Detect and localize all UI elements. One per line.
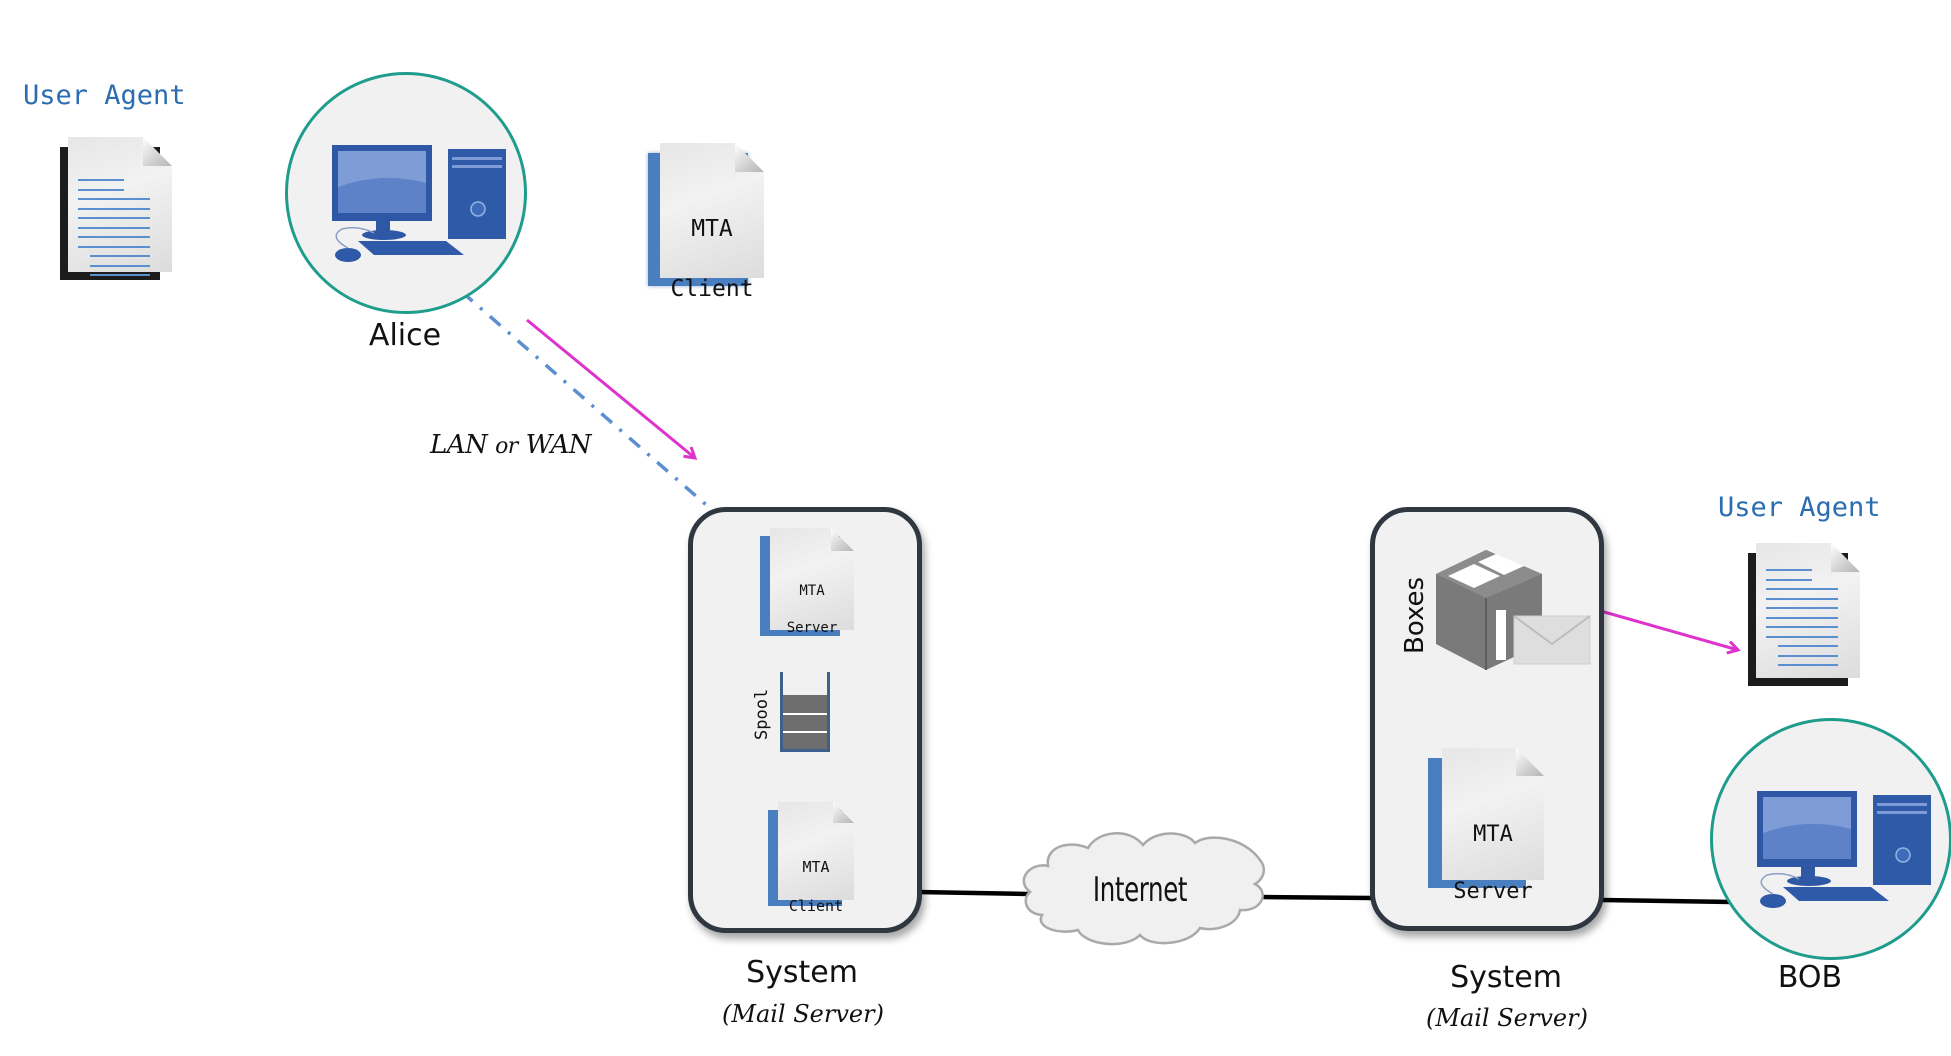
right-user-agent-label: User Agent <box>1718 492 1881 523</box>
boxes-label: Boxes <box>1400 576 1430 654</box>
sender-system-sublabel: (Mail Server) <box>722 1000 884 1028</box>
receiver-mta-server-document-icon[interactable]: MTA Server <box>1428 748 1544 904</box>
receiver-to-bob-wire <box>1601 897 1733 905</box>
doc-text-lines <box>78 179 150 284</box>
mta-client-label: MTA Client <box>660 185 764 334</box>
alice-computer-node[interactable] <box>285 72 527 314</box>
sender-mta-server-document-icon[interactable]: MTA Server <box>760 528 856 638</box>
desktop-computer-icon <box>1757 791 1931 908</box>
doc-fold <box>1516 748 1544 776</box>
mta-client-line2: Client <box>788 896 844 915</box>
mta-client-line1: MTA <box>802 857 830 876</box>
mta-server-line1: MTA <box>799 583 825 600</box>
sender-system-label: System <box>746 955 858 990</box>
mta-server-line2: Server <box>1453 878 1533 904</box>
mta-server-line2: Server <box>786 619 838 636</box>
alice-label: Alice <box>368 318 442 353</box>
doc-fold <box>1831 543 1860 572</box>
doc-text-lines <box>1766 569 1838 674</box>
mta-server-label: MTA Server <box>770 564 854 655</box>
wan-text: WAN <box>525 430 592 460</box>
spool-queue-icon <box>780 672 830 752</box>
internet-to-receiver-wire <box>1261 894 1373 901</box>
sender-to-internet-wire <box>917 889 1029 897</box>
spool-label: Spool <box>752 688 772 740</box>
cloud-icon <box>1022 832 1266 946</box>
right-user-agent-document-icon[interactable] <box>1748 543 1860 688</box>
alice-mta-client-document-icon[interactable]: MTA Client <box>648 143 764 302</box>
sender-mta-client-document-icon[interactable]: MTA Client <box>768 802 856 915</box>
internet-label: Internet <box>1092 870 1188 910</box>
mailbox-icon <box>1436 550 1591 670</box>
receiver-system-sublabel: (Mail Server) <box>1426 1004 1588 1032</box>
alice-to-server-arrow <box>526 318 695 458</box>
mta-client-line2: Client <box>670 275 754 302</box>
bob-computer-node[interactable] <box>1710 718 1951 960</box>
lan-text: LAN <box>430 430 488 460</box>
mta-server-line1: MTA <box>1473 821 1513 847</box>
doc-fold <box>143 137 172 166</box>
doc-fold <box>831 528 854 551</box>
receiver-system-label: System <box>1450 960 1562 995</box>
desktop-computer-icon <box>332 145 506 262</box>
lan-or-wan-label: LAN or WAN <box>430 430 592 460</box>
mta-client-label: MTA Client <box>778 838 854 936</box>
left-user-agent-document-icon[interactable] <box>60 137 172 282</box>
bob-label: BOB <box>1777 960 1843 995</box>
doc-fold <box>833 802 854 823</box>
left-user-agent-label: User Agent <box>23 80 186 111</box>
mta-client-line1: MTA <box>691 215 733 242</box>
or-text: or <box>495 434 518 459</box>
mta-server-label: MTA Server <box>1442 792 1544 935</box>
doc-fold <box>735 143 764 172</box>
